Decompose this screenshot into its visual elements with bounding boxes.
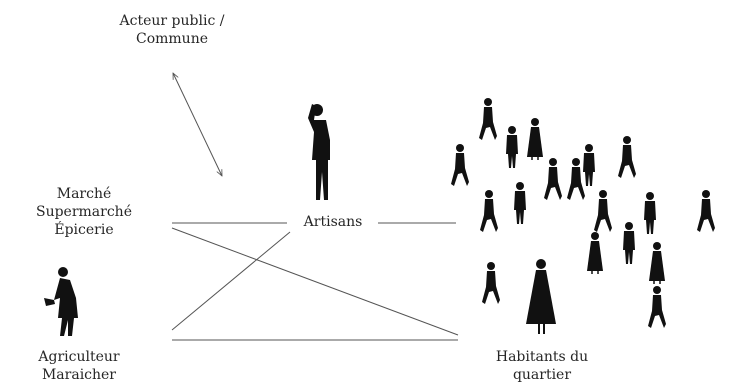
person-icon [697, 190, 715, 232]
crowd-figures [451, 98, 715, 334]
farmer-figure-icon [44, 267, 78, 336]
acteur-public-line1: Acteur public / [119, 13, 225, 29]
person-icon [526, 117, 544, 161]
artisans-label: Artisans [290, 213, 376, 231]
connection-lines [171, 73, 459, 341]
acteur-public-label: Acteur public / Commune [112, 12, 232, 48]
person-icon [567, 158, 585, 200]
habitants-line2: quartier [512, 367, 572, 383]
line-agriculteur-artisans [171, 231, 291, 331]
person-icon [482, 262, 500, 304]
person-icon [583, 144, 595, 186]
agriculteur-label: Agriculteur Maraicher [24, 348, 134, 384]
marche-line3: Épicerie [54, 222, 114, 238]
person-icon [451, 144, 469, 186]
person-icon [480, 190, 498, 232]
person-icon [479, 98, 497, 140]
agriculteur-line1: Agriculteur [38, 349, 120, 365]
marche-line2: Supermarché [35, 204, 132, 220]
arrow-acteur-public [172, 73, 223, 176]
person-icon [526, 259, 556, 334]
agriculteur-line2: Maraicher [41, 367, 117, 383]
person-icon [648, 241, 666, 285]
line-marche-habitants [171, 227, 459, 336]
person-icon [594, 190, 612, 232]
person-icon [644, 192, 656, 234]
marche-label: Marché Supermarché Épicerie [24, 185, 144, 239]
acteur-public-line2: Commune [135, 31, 208, 47]
habitants-label: Habitants du quartier [482, 348, 602, 384]
marche-line1: Marché [56, 186, 112, 202]
person-icon [618, 136, 636, 178]
person-icon [648, 286, 666, 328]
artisan-figure-icon [308, 104, 330, 200]
person-icon [586, 231, 604, 275]
artisans-text: Artisans [303, 214, 363, 230]
person-icon [544, 158, 562, 200]
person-icon [514, 182, 526, 224]
person-icon [623, 222, 635, 264]
person-icon [506, 126, 518, 168]
habitants-line1: Habitants du [495, 349, 589, 365]
